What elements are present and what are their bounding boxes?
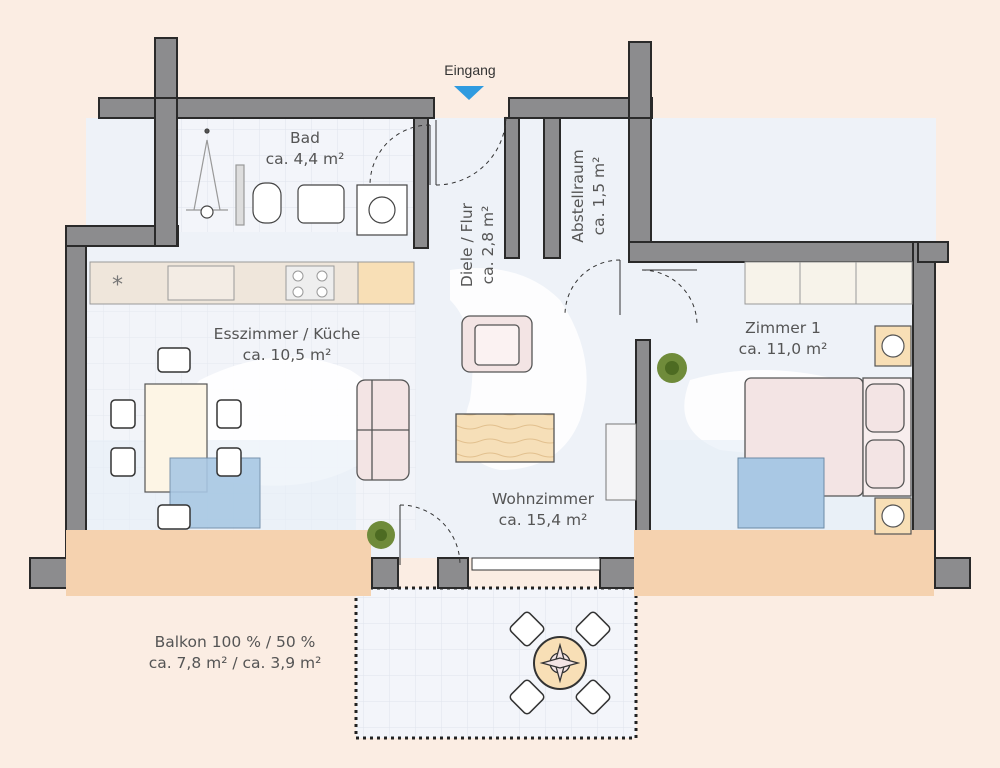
room-area: ca. 2,8 m² bbox=[479, 205, 497, 285]
room-area: ca. 4,4 m² bbox=[265, 150, 345, 168]
window-sills bbox=[66, 530, 934, 596]
sofa bbox=[356, 379, 410, 481]
armchair bbox=[461, 315, 533, 373]
plant-icon bbox=[367, 353, 687, 549]
washbasin-icon bbox=[297, 184, 345, 224]
room-label-balkon: Balkon 100 % / 50 % ca. 7,8 m² / ca. 3,9… bbox=[120, 632, 350, 674]
fan-icon: * bbox=[112, 273, 123, 298]
doors bbox=[369, 114, 698, 571]
room-area: ca. 7,8 m² / ca. 3,9 m² bbox=[148, 654, 322, 672]
coffee-table bbox=[455, 413, 555, 463]
walls bbox=[29, 37, 971, 589]
dining-table bbox=[144, 383, 261, 529]
bed bbox=[737, 377, 912, 529]
wardrobe bbox=[744, 261, 913, 305]
room-name: Bad bbox=[290, 129, 320, 147]
room-area: ca. 11,0 m² bbox=[738, 340, 828, 358]
room-name: Abstellraum bbox=[569, 149, 587, 243]
room-name: Zimmer 1 bbox=[745, 319, 821, 337]
room-label-kueche: Esszimmer / Küche ca. 10,5 m² bbox=[195, 324, 379, 366]
room-label-bad: Bad ca. 4,4 m² bbox=[240, 128, 370, 170]
room-area: ca. 10,5 m² bbox=[242, 346, 332, 364]
sideboard bbox=[605, 423, 637, 501]
dining-chairs bbox=[110, 347, 242, 530]
room-area: ca. 1,5 m² bbox=[590, 156, 608, 236]
entrance-arrow-icon bbox=[454, 86, 484, 100]
toilet-icon bbox=[252, 182, 282, 224]
room-area: ca. 15,4 m² bbox=[498, 511, 588, 529]
room-label-wohnzimmer: Wohnzimmer ca. 15,4 m² bbox=[478, 489, 608, 531]
flower-icon bbox=[539, 642, 581, 684]
balcony bbox=[354, 586, 638, 740]
balcony-table bbox=[533, 636, 587, 690]
room-name: Wohnzimmer bbox=[491, 490, 595, 508]
room-label-zimmer1: Zimmer 1 ca. 11,0 m² bbox=[718, 318, 848, 360]
room-name: Balkon 100 % / 50 % bbox=[154, 633, 316, 651]
bathroom-fixtures bbox=[186, 128, 408, 236]
entrance-label: Eingang bbox=[444, 62, 496, 78]
kitchen-counter: * bbox=[89, 261, 415, 305]
room-label-diele: Diele / Flur ca. 2,8 m² bbox=[457, 180, 499, 310]
balcony-chairs bbox=[509, 611, 611, 715]
nightstand-lamps bbox=[874, 325, 912, 535]
room-name: Esszimmer / Küche bbox=[213, 325, 361, 343]
stove-icon bbox=[285, 265, 335, 301]
room-name: Diele / Flur bbox=[458, 202, 476, 288]
room-label-abstellraum: Abstellraum ca. 1,5 m² bbox=[568, 133, 610, 259]
